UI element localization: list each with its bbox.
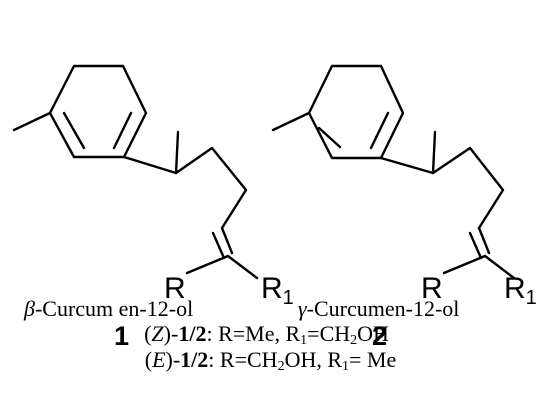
structure-1-ring-methyl [12, 111, 52, 132]
structure-2-ring [307, 64, 405, 160]
structure-1-ring [48, 64, 148, 159]
structure-1-r-label: R [164, 272, 186, 305]
structure-1-alkene [211, 226, 234, 260]
structure-1: R R1 1 [12, 64, 294, 351]
structure-1-r1-label: R1 [261, 272, 294, 309]
e-isomer-definition: (E)-1/2: R=CH2OH, R1= Me [144, 347, 397, 374]
compound-name-1: β-Curcum en-12-ol [24, 296, 194, 321]
compound-name-2: γ-Curcumen-12-ol [298, 296, 460, 321]
structure-1-side-chain [122, 130, 248, 230]
z-isomer-definition: (Z)-1/2: R=Me, R1=CH2OH [144, 321, 389, 348]
structure-2-r1-label: R1 [504, 272, 537, 309]
structure-2-substituent-bonds [442, 254, 516, 280]
structure-2-ring-methyl [271, 111, 311, 132]
structure-2-alkene [468, 226, 491, 260]
structure-2: R R1 2 [271, 64, 537, 351]
structure-2-side-chain [379, 130, 505, 230]
structure-2-r-label: R [421, 272, 443, 305]
structure-1-substituent-bonds [185, 254, 259, 280]
compound-number-2: 2 [372, 321, 387, 351]
compound-number-1: 1 [114, 321, 129, 351]
